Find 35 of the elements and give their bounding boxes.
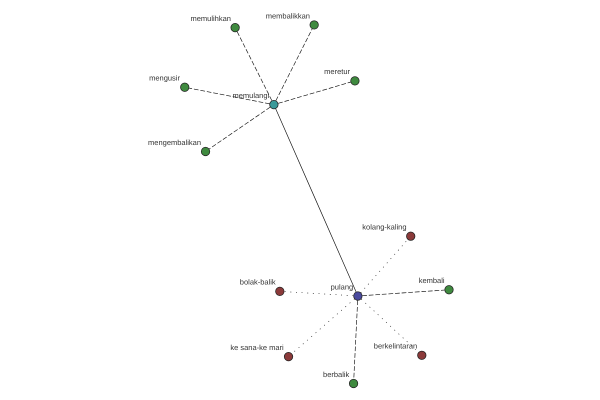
node-circle [352, 291, 362, 301]
node-circle [180, 82, 189, 92]
node-label: membalikkan [265, 11, 310, 20]
node-label: kembali [418, 276, 444, 286]
node-circle [200, 146, 210, 156]
node-circle [268, 100, 278, 110]
connector [360, 239, 408, 294]
node-circle [350, 76, 360, 86]
connector [236, 31, 272, 101]
node-label: mengembalikan [148, 138, 201, 147]
node-label: ke sana-ke mari [230, 342, 284, 352]
connector [275, 28, 312, 102]
node-label: meretur [324, 67, 350, 76]
connector [277, 82, 350, 104]
node-label: memulihkan [190, 14, 230, 23]
node-label: mengusir [148, 74, 180, 83]
connector [352, 300, 358, 380]
node-label: bolak-balik [239, 278, 276, 287]
node-label: kolang-kaling [362, 222, 406, 232]
node-circle [348, 378, 358, 388]
node-circle [406, 232, 415, 241]
node-circle [309, 20, 318, 30]
connector [274, 108, 356, 292]
node-label: berbalik [322, 370, 349, 379]
node-circle [283, 352, 293, 362]
connector [188, 88, 270, 104]
node-circle [416, 350, 426, 360]
connector [361, 290, 444, 296]
node-label: berkelintaran [373, 342, 417, 351]
node-circle [230, 23, 240, 32]
connector [208, 106, 270, 150]
node-label: pulang [330, 282, 353, 292]
node-circle [274, 286, 284, 296]
node-label: memulangi [232, 90, 269, 100]
node-circle [444, 285, 454, 294]
